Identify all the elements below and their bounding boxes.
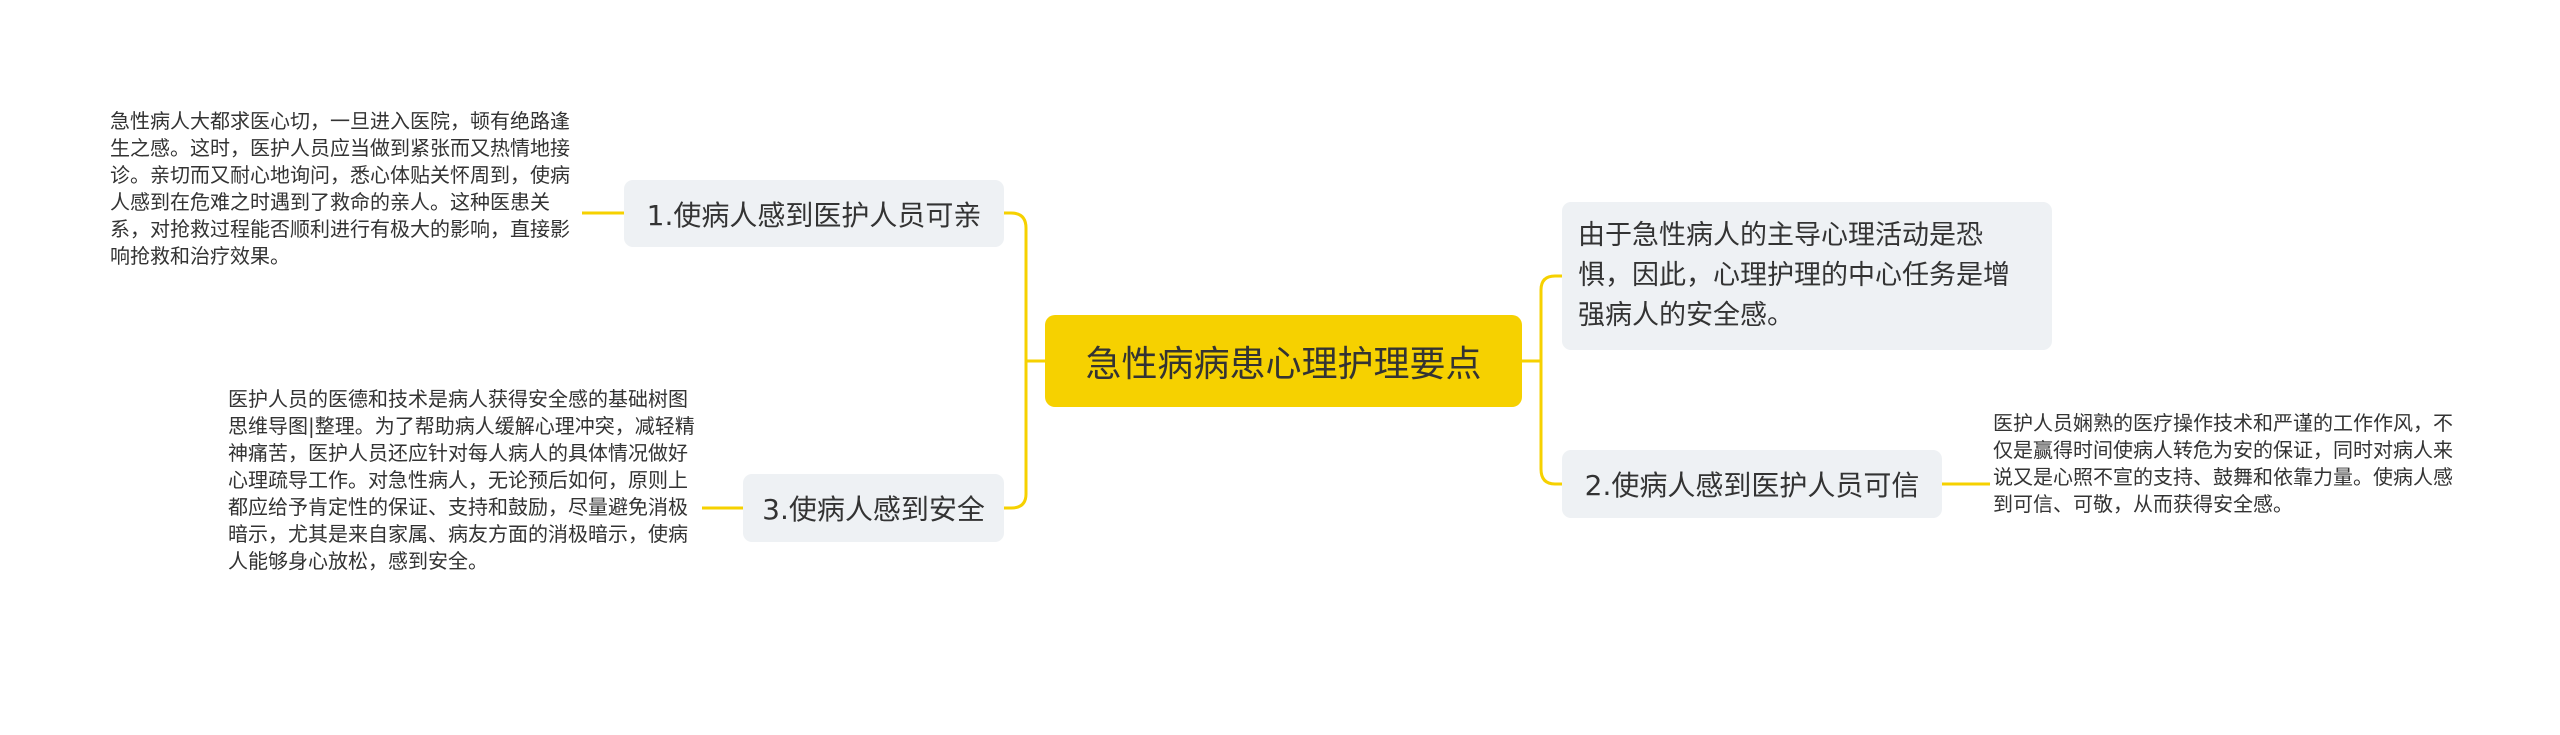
topic-feel-safe[interactable]: 3.使病人感到安全 [743, 474, 1004, 542]
root-topic-label: 急性病病患心理护理要点 [1085, 344, 1482, 385]
topic-safety-task-label: 由于急性病人的主导心理活动是恐惧，因此，心理护理的中心任务是增强病人的安全感。 [1578, 220, 2010, 331]
topic-approachable[interactable]: 1.使病人感到医护人员可亲 [624, 180, 1004, 247]
connector-left-trunk [1004, 211, 1028, 510]
topic-trustworthy[interactable]: 2.使病人感到医护人员可信 [1562, 450, 1942, 518]
root-topic[interactable]: 急性病病患心理护理要点 [1045, 315, 1522, 407]
topic-approachable-label: 1.使病人感到医护人员可亲 [646, 198, 982, 232]
connector-right-trunk [1539, 274, 1562, 486]
note-trustworthy: 医护人员娴熟的医疗操作技术和严谨的工作作风，不仅是赢得时间使病人转危为安的保证，… [1993, 411, 2453, 516]
note-approachable: 急性病人大都求医心切，一旦进入医院，顿有绝路逢生之感。这时，医护人员应当做到紧张… [110, 109, 570, 268]
topic-feel-safe-label: 3.使病人感到安全 [762, 493, 985, 526]
topic-trustworthy-label: 2.使病人感到医护人员可信 [1584, 469, 1920, 502]
note-feel-safe: 医护人员的医德和技术是病人获得安全感的基础树图思维导图|整理。为了帮助病人缓解心… [228, 387, 695, 573]
topic-safety-task[interactable]: 由于急性病人的主导心理活动是恐惧，因此，心理护理的中心任务是增强病人的安全感。 [1562, 202, 2052, 350]
